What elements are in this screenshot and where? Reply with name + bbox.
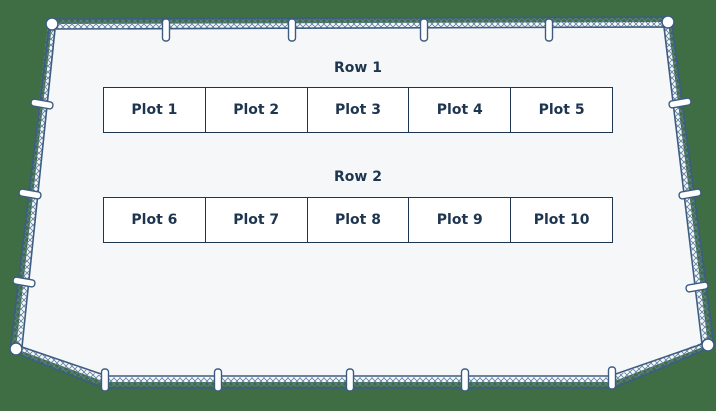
fence-post <box>287 18 297 42</box>
fence-post <box>419 18 429 42</box>
plot-9: Plot 9 <box>409 198 512 242</box>
row-1-label: Row 1 <box>334 60 382 76</box>
fence-post <box>12 276 36 288</box>
fence-corner-post <box>9 342 23 356</box>
fence-post <box>100 368 110 392</box>
fence-post <box>30 98 54 110</box>
plot-7: Plot 7 <box>206 198 308 242</box>
plot-10: Plot 10 <box>533 212 590 228</box>
fence-corner-post <box>701 338 715 352</box>
plot-1: Plot 1 <box>104 88 206 132</box>
fence-corner-post <box>45 17 59 31</box>
row-1-plots: Plot 1 Plot 2 Plot 3 Plot 4 Plot 5 <box>103 87 613 133</box>
row-2-plots: Plot 6 Plot 7 Plot 8 Plot 9 Plot 10 <box>103 197 613 243</box>
fence-post <box>161 18 171 42</box>
fence-post <box>18 188 42 200</box>
fence-post <box>685 281 709 293</box>
fence-post <box>345 368 355 392</box>
fence-post <box>607 366 617 390</box>
fence-post <box>668 97 692 109</box>
fence-posts <box>9 15 715 392</box>
fence-post <box>460 368 470 392</box>
plot-2: Plot 2 <box>206 88 308 132</box>
fence-post <box>678 188 702 200</box>
plot-8: Plot 8 <box>308 198 410 242</box>
row-2-label: Row 2 <box>334 169 382 185</box>
fence-post <box>544 18 554 42</box>
plot-4: Plot 4 <box>409 88 512 132</box>
plot-3: Plot 3 <box>308 88 410 132</box>
plot-6: Plot 6 <box>104 198 206 242</box>
fence-corner-post <box>661 15 675 29</box>
plot-5: Plot 5 <box>538 102 585 118</box>
fence-post <box>213 368 223 392</box>
